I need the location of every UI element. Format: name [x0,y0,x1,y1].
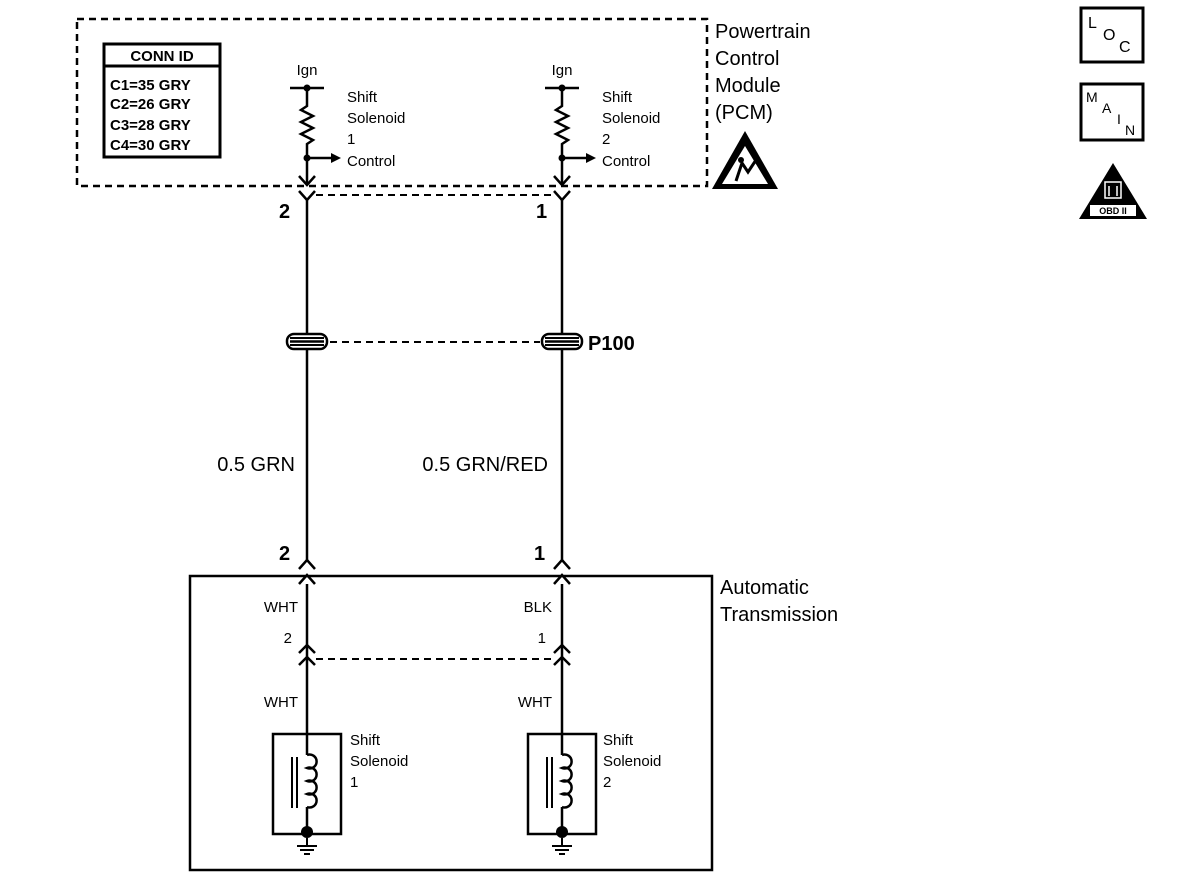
control-arrow-2 [586,153,596,163]
solenoid-1-label-2: Solenoid [350,753,408,770]
ground-icon-2 [552,838,572,855]
upper-color-2: BLK [524,599,552,616]
pcm-title-line-2: Control [715,48,779,70]
trans-pin-1: 2 [279,543,290,565]
pcm-title-line-4: (PCM) [715,102,773,124]
pcm-circuit-1-label-2: Solenoid [347,110,405,127]
trans-pin-chevron-1a [298,558,316,570]
pcm-connector: 2 1 [279,175,571,223]
splice-p100: P100 [285,332,635,355]
inner-pin-2: 1 [538,630,546,647]
pcm-pin-chevron-1a [298,175,316,187]
solenoid-2-label-1: Shift [603,732,634,749]
pcm-title-line-1: Powertrain [715,21,811,43]
resistor-1 [298,88,316,183]
main-icon[interactable]: M A I N [1079,82,1145,142]
inner-pin-chevron-1a [298,643,316,654]
esd-warning-icon [712,131,778,189]
coil-1-icon [303,753,318,809]
resistor-2 [553,88,571,183]
inner-pin-chevron-2b [553,655,571,666]
pcm-circuit-1: Ign Shift Solenoid 1 Control [290,62,405,183]
pcm-title: Powertrain Control Module (PCM) [715,21,811,124]
wire-label-grn-red: 0.5 GRN/RED [422,454,548,476]
trans-pin-chevron-2a [553,558,571,570]
coil-2-icon [558,753,573,809]
pcm-pin-chevron-2b [553,190,571,202]
conn-id-row-1: C1=35 GRY [110,77,191,94]
ground-icon-1 [297,838,317,855]
pcm-pin-1: 2 [279,201,290,223]
pcm-circuit-1-label-3: 1 [347,131,355,148]
transmission-title-line-1: Automatic [720,577,809,599]
solenoid-2-label-2: Solenoid [603,753,661,770]
transmission-connector: 2 1 [279,543,571,585]
solenoid-1-label-3: 1 [350,774,358,791]
conn-id-row-4: C4=30 GRY [110,137,191,154]
conn-id-row-3: C3=28 GRY [110,117,191,134]
conn-id-header: CONN ID [130,48,194,65]
pcm-circuit-2: Ign Shift Solenoid 2 Control [545,62,660,183]
obd-ii-icon[interactable]: OBD II [1079,163,1147,219]
ign-label-1: Ign [297,62,318,79]
upper-color-1: WHT [264,599,298,616]
pcm-circuit-2-label-4: Control [602,153,650,170]
pcm-circuit-2-label-3: 2 [602,131,610,148]
wire-label-grn: 0.5 GRN [217,454,295,476]
transmission-box [188,574,714,872]
solenoid-2-label-3: 2 [603,774,611,791]
pcm-module-box [75,17,709,188]
inner-pin-1: 2 [284,630,292,647]
pcm-title-line-3: Module [715,75,781,97]
inner-pin-chevron-2a [553,643,571,654]
lower-color-1: WHT [264,694,298,711]
main-letter-3: I [1117,111,1121,127]
pcm-pin-chevron-2a [553,175,571,187]
loc-letter-2: O [1103,27,1115,44]
pcm-circuit-2-label-1: Shift [602,89,633,106]
shift-solenoid-2: Shift Solenoid 2 [526,732,661,838]
obd-label: OBD II [1099,206,1127,216]
splice-label: P100 [588,333,635,355]
conn-id-table: CONN ID C1=35 GRY C2=26 GRY C3=28 GRY C4… [102,42,222,159]
trans-pin-2: 1 [534,543,545,565]
main-letter-1: M [1086,89,1098,105]
loc-icon[interactable]: L O C [1079,6,1145,64]
transmission-title-line-2: Transmission [720,604,838,626]
pcm-pin-chevron-1b [298,190,316,202]
lower-color-2: WHT [518,694,552,711]
loc-letter-3: C [1119,39,1131,56]
loc-letter-1: L [1088,15,1097,32]
shift-solenoid-1: Shift Solenoid 1 [271,732,408,838]
ign-label-2: Ign [552,62,573,79]
solenoid-1-label-1: Shift [350,732,381,749]
pcm-pin-2: 1 [536,201,547,223]
main-letter-4: N [1125,122,1135,138]
pcm-circuit-1-label-4: Control [347,153,395,170]
pcm-circuit-2-label-2: Solenoid [602,110,660,127]
pcm-circuit-1-label-1: Shift [347,89,378,106]
control-arrow-1 [331,153,341,163]
inner-connector: 2 1 [284,630,571,666]
main-letter-2: A [1102,100,1112,116]
inner-pin-chevron-1b [298,655,316,666]
conn-id-row-2: C2=26 GRY [110,96,191,113]
